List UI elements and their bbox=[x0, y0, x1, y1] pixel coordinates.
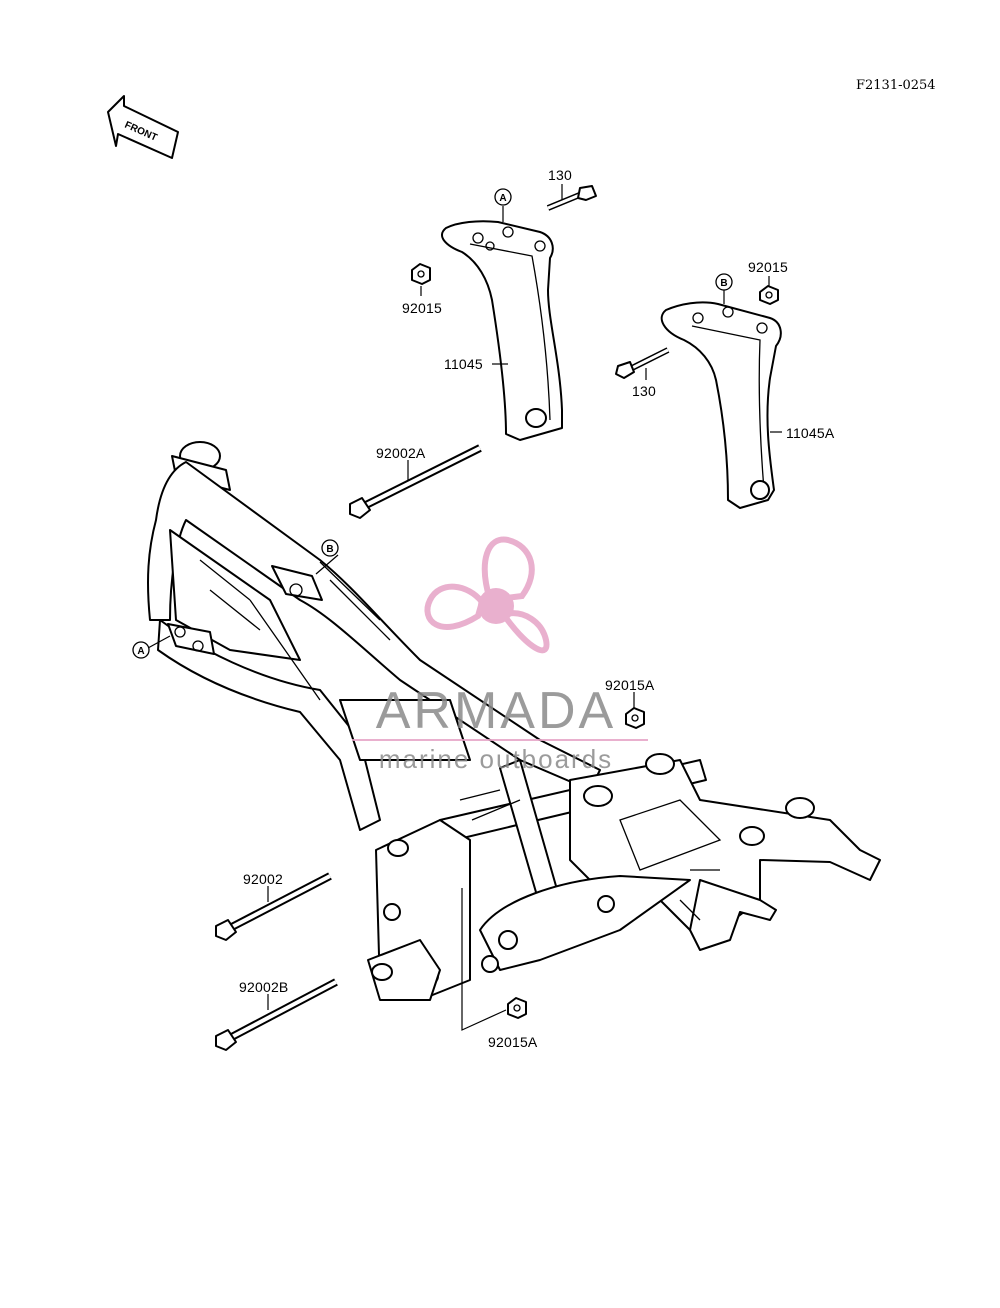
motorcycle-frame bbox=[147, 441, 881, 1001]
svg-text:A: A bbox=[137, 646, 144, 657]
front-arrow-icon: FRONT bbox=[107, 95, 179, 159]
callout-130-right: 130 bbox=[632, 383, 656, 399]
nut-92015a-upper bbox=[625, 707, 645, 729]
bolt-130-right bbox=[615, 347, 670, 379]
bolt-92002a bbox=[349, 444, 482, 519]
watermark: ARMADA marine outboards bbox=[352, 536, 648, 774]
ref-mark-b-frame: B bbox=[321, 539, 339, 557]
callout-92002b: 92002B bbox=[239, 979, 288, 995]
svg-text:B: B bbox=[326, 544, 333, 555]
callout-11045a: 11045A bbox=[786, 425, 835, 441]
callout-92015-left: 92015 bbox=[402, 300, 442, 316]
watermark-tagline: marine outboards bbox=[379, 744, 613, 774]
bracket-11045 bbox=[441, 220, 563, 441]
bolt-92002 bbox=[215, 872, 332, 941]
figure-code: F2131-0254 bbox=[856, 78, 936, 93]
watermark-brand: ARMADA bbox=[376, 682, 616, 740]
nut-92015a-lower bbox=[507, 997, 527, 1019]
callout-92002a: 92002A bbox=[376, 445, 426, 461]
callout-92015a-upper: 92015A bbox=[605, 677, 655, 693]
nut-92015-right bbox=[759, 285, 779, 305]
callout-11045: 11045 bbox=[444, 356, 483, 372]
propeller-icon bbox=[424, 536, 550, 654]
callout-92015-right: 92015 bbox=[748, 259, 788, 275]
bolt-130-top bbox=[546, 185, 597, 211]
leader-lines bbox=[147, 184, 782, 1031]
svg-text:B: B bbox=[720, 278, 727, 289]
callout-92002: 92002 bbox=[243, 871, 283, 887]
bolt-92002b bbox=[215, 978, 338, 1051]
ref-mark-b-top: B bbox=[715, 273, 733, 291]
ref-mark-a-frame: A bbox=[132, 641, 150, 659]
svg-text:A: A bbox=[499, 193, 506, 204]
nut-92015-left bbox=[411, 263, 431, 285]
ref-mark-a-top: A bbox=[494, 188, 512, 206]
bracket-11045a bbox=[660, 301, 782, 509]
callout-130-top: 130 bbox=[548, 167, 572, 183]
callout-92015a-lower: 92015A bbox=[488, 1034, 538, 1050]
